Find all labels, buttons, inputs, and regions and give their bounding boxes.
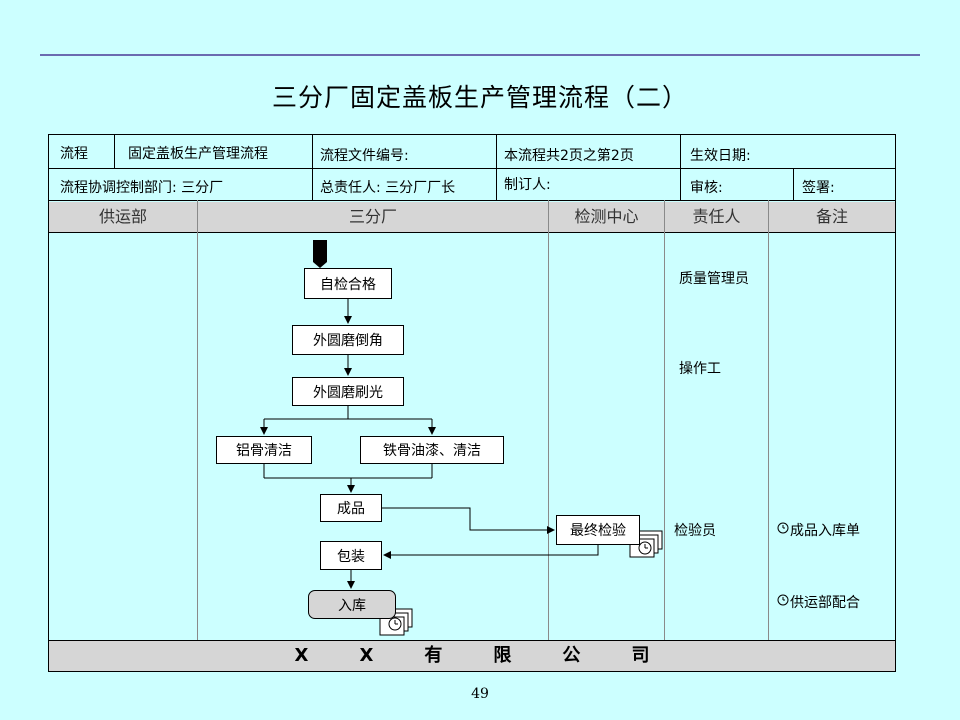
header-vline-a [114, 134, 115, 168]
header-vline-c [496, 134, 497, 200]
step-self-inspection: 自检合格 [304, 268, 392, 299]
step-packaging: 包装 [320, 541, 382, 570]
start-marker-icon [313, 240, 327, 268]
footer-char: 限 [493, 645, 512, 666]
top-rule [40, 54, 920, 56]
step-final-inspection: 最终检验 [556, 515, 640, 545]
step-grinding-brush: 外圆磨刷光 [292, 377, 404, 406]
lane-header-supply: 供运部 [49, 202, 197, 232]
flow-name: 固定盖板生产管理流程 [128, 146, 268, 162]
lane-divider-2 [548, 200, 549, 640]
responsible-inspector: 检验员 [674, 523, 716, 539]
connector-7 [382, 507, 555, 534]
footer-divider [48, 640, 896, 641]
header-divider-1 [48, 168, 896, 169]
lane-divider-4 [768, 200, 769, 640]
responsible-quality-manager: 质量管理员 [679, 271, 749, 287]
maker: 制订人: [504, 177, 551, 193]
doc-number: 流程文件编号: [320, 148, 409, 164]
footer-char: 司 [631, 645, 650, 666]
page-count: 本流程共2页之第2页 [504, 148, 634, 164]
company-footer: X X 有 限 公 司 [49, 641, 895, 671]
lane-header-remarks: 备注 [769, 202, 895, 232]
effective-date: 生效日期: [690, 148, 751, 164]
header-divider-2 [48, 200, 896, 201]
signature: 签署: [802, 180, 835, 196]
label-flow: 流程 [60, 146, 88, 162]
header-vline-d [680, 134, 681, 200]
header-vline-b [312, 134, 313, 200]
step-aluminum-clean: 铝骨清洁 [216, 436, 312, 464]
lane-divider-3 [664, 200, 665, 640]
step-warehousing: 入库 [308, 590, 396, 619]
page-title: 三分厂固定盖板生产管理流程（二） [271, 83, 688, 112]
connector-8 [383, 545, 599, 559]
process-table [48, 134, 896, 672]
header-vline-e [793, 168, 794, 200]
responsible-operator: 操作工 [679, 361, 721, 377]
step-finished-product: 成品 [320, 494, 382, 522]
clock-icon [777, 594, 789, 606]
chief-owner: 总责任人: 三分厂厂长 [320, 180, 456, 196]
footer-char: X [359, 645, 374, 666]
clock-icon [777, 522, 789, 534]
footer-char: X [294, 645, 309, 666]
footer-char: 公 [562, 645, 581, 666]
control-dept: 流程协调控制部门: 三分厂 [60, 180, 224, 196]
lane-header-divider [48, 232, 896, 233]
remark-supply-cooperation: 供运部配合 [790, 595, 860, 611]
lane-header-factory: 三分厂 [198, 202, 548, 232]
step-grinding-chamfer: 外圆磨倒角 [292, 325, 404, 355]
remark-warehouse-receipt: 成品入库单 [790, 523, 860, 539]
lane-divider-1 [197, 200, 198, 640]
lane-header-responsible: 责任人 [665, 202, 768, 232]
reviewer: 审核: [690, 180, 723, 196]
step-iron-paint-clean: 铁骨油漆、清洁 [360, 436, 504, 464]
page-number: 49 [471, 686, 489, 702]
lane-header-testing: 检测中心 [549, 202, 664, 232]
document-stack-icon [629, 530, 663, 558]
footer-char: 有 [424, 645, 443, 666]
